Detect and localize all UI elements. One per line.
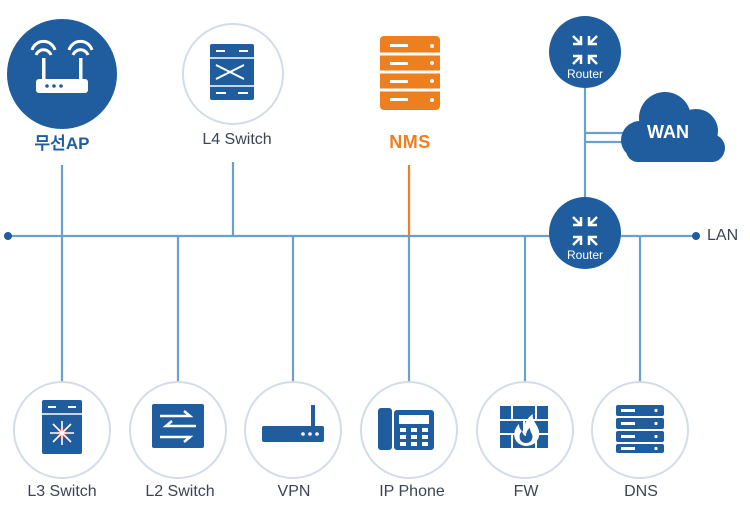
l4-switch-label: L4 Switch [202,131,272,148]
wifi-router-icon [30,40,94,93]
nms-server-icon [380,36,440,110]
dns-label: DNS [624,483,658,500]
dns-node [591,381,689,479]
fw-label: FW [513,483,539,500]
vpn-label: VPN [277,483,311,500]
desk-phone-icon [378,408,434,450]
wireless-ap-node [7,19,117,129]
dns-server-icon [616,405,664,453]
wan-cloud-icon [621,92,725,162]
vpn-device-icon [262,405,324,442]
router-main-label: Router [566,248,604,262]
l2-switch-arrows-icon [152,404,204,448]
l4-switch-node [182,23,284,125]
router-top-label: Router [566,67,604,81]
router-arrows-icon [572,35,598,65]
router-main-node [549,197,621,269]
lan-right-end-dot [692,232,700,240]
router-arrows-icon [572,216,598,246]
router-top-node [549,16,621,88]
firewall-icon [500,406,548,448]
l3-switch-label: L3 Switch [27,483,97,500]
vpn-node [244,381,342,479]
l3-switch-node [13,381,111,479]
lan-left-end-dot [4,232,12,240]
l2-switch-label: L2 Switch [145,483,215,500]
nms-label: NMS [389,132,431,152]
wan-label: WAN [647,122,689,142]
fw-node [476,381,574,479]
l2-switch-node [129,381,227,479]
ip-phone-label: IP Phone [379,483,445,500]
rack-switch-icon [210,44,254,100]
wireless-ap-label: 무선AP [34,134,90,153]
lan-label: LAN [707,227,739,244]
ip-phone-node [360,381,458,479]
l3-switch-icon [42,400,82,454]
